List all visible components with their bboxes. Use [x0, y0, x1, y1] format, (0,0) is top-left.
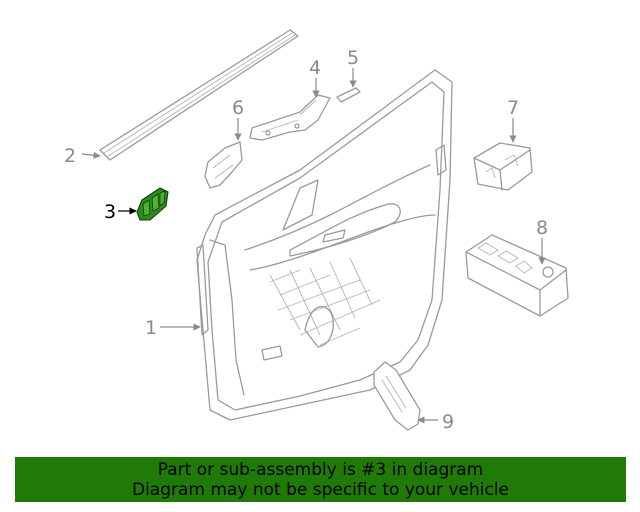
info-banner: Part or sub-assembly is #3 in diagram Di… — [15, 457, 626, 502]
banner-line-disclaimer: Diagram may not be specific to your vehi… — [131, 479, 509, 500]
callout-9[interactable]: 9 — [442, 411, 454, 433]
leader-2 — [81, 151, 101, 159]
callout-5[interactable]: 5 — [347, 47, 359, 69]
callout-8[interactable]: 8 — [536, 217, 548, 239]
callout-2[interactable]: 2 — [64, 145, 76, 167]
part-1-door-trim-panel[interactable] — [196, 69, 453, 421]
callout-4[interactable]: 4 — [309, 57, 321, 79]
callout-3[interactable]: 3 — [104, 201, 116, 223]
callout-1[interactable]: 1 — [145, 317, 157, 339]
part-6-inside-handle[interactable] — [204, 141, 243, 189]
callout-7[interactable]: 7 — [507, 97, 519, 119]
part-2-belt-weatherstrip[interactable] — [99, 29, 299, 161]
part-3-switch-assembly[interactable] — [136, 187, 169, 221]
part-8-master-switch[interactable] — [465, 234, 569, 317]
part-4-handle-bracket[interactable] — [249, 94, 331, 141]
banner-line-part: Part or sub-assembly is #3 in diagram — [157, 459, 484, 480]
part-9-trim-grille[interactable] — [373, 361, 421, 431]
part-7-window-switch[interactable] — [473, 142, 533, 191]
part-5-cover-cap[interactable] — [336, 87, 361, 103]
callout-6[interactable]: 6 — [232, 97, 244, 119]
